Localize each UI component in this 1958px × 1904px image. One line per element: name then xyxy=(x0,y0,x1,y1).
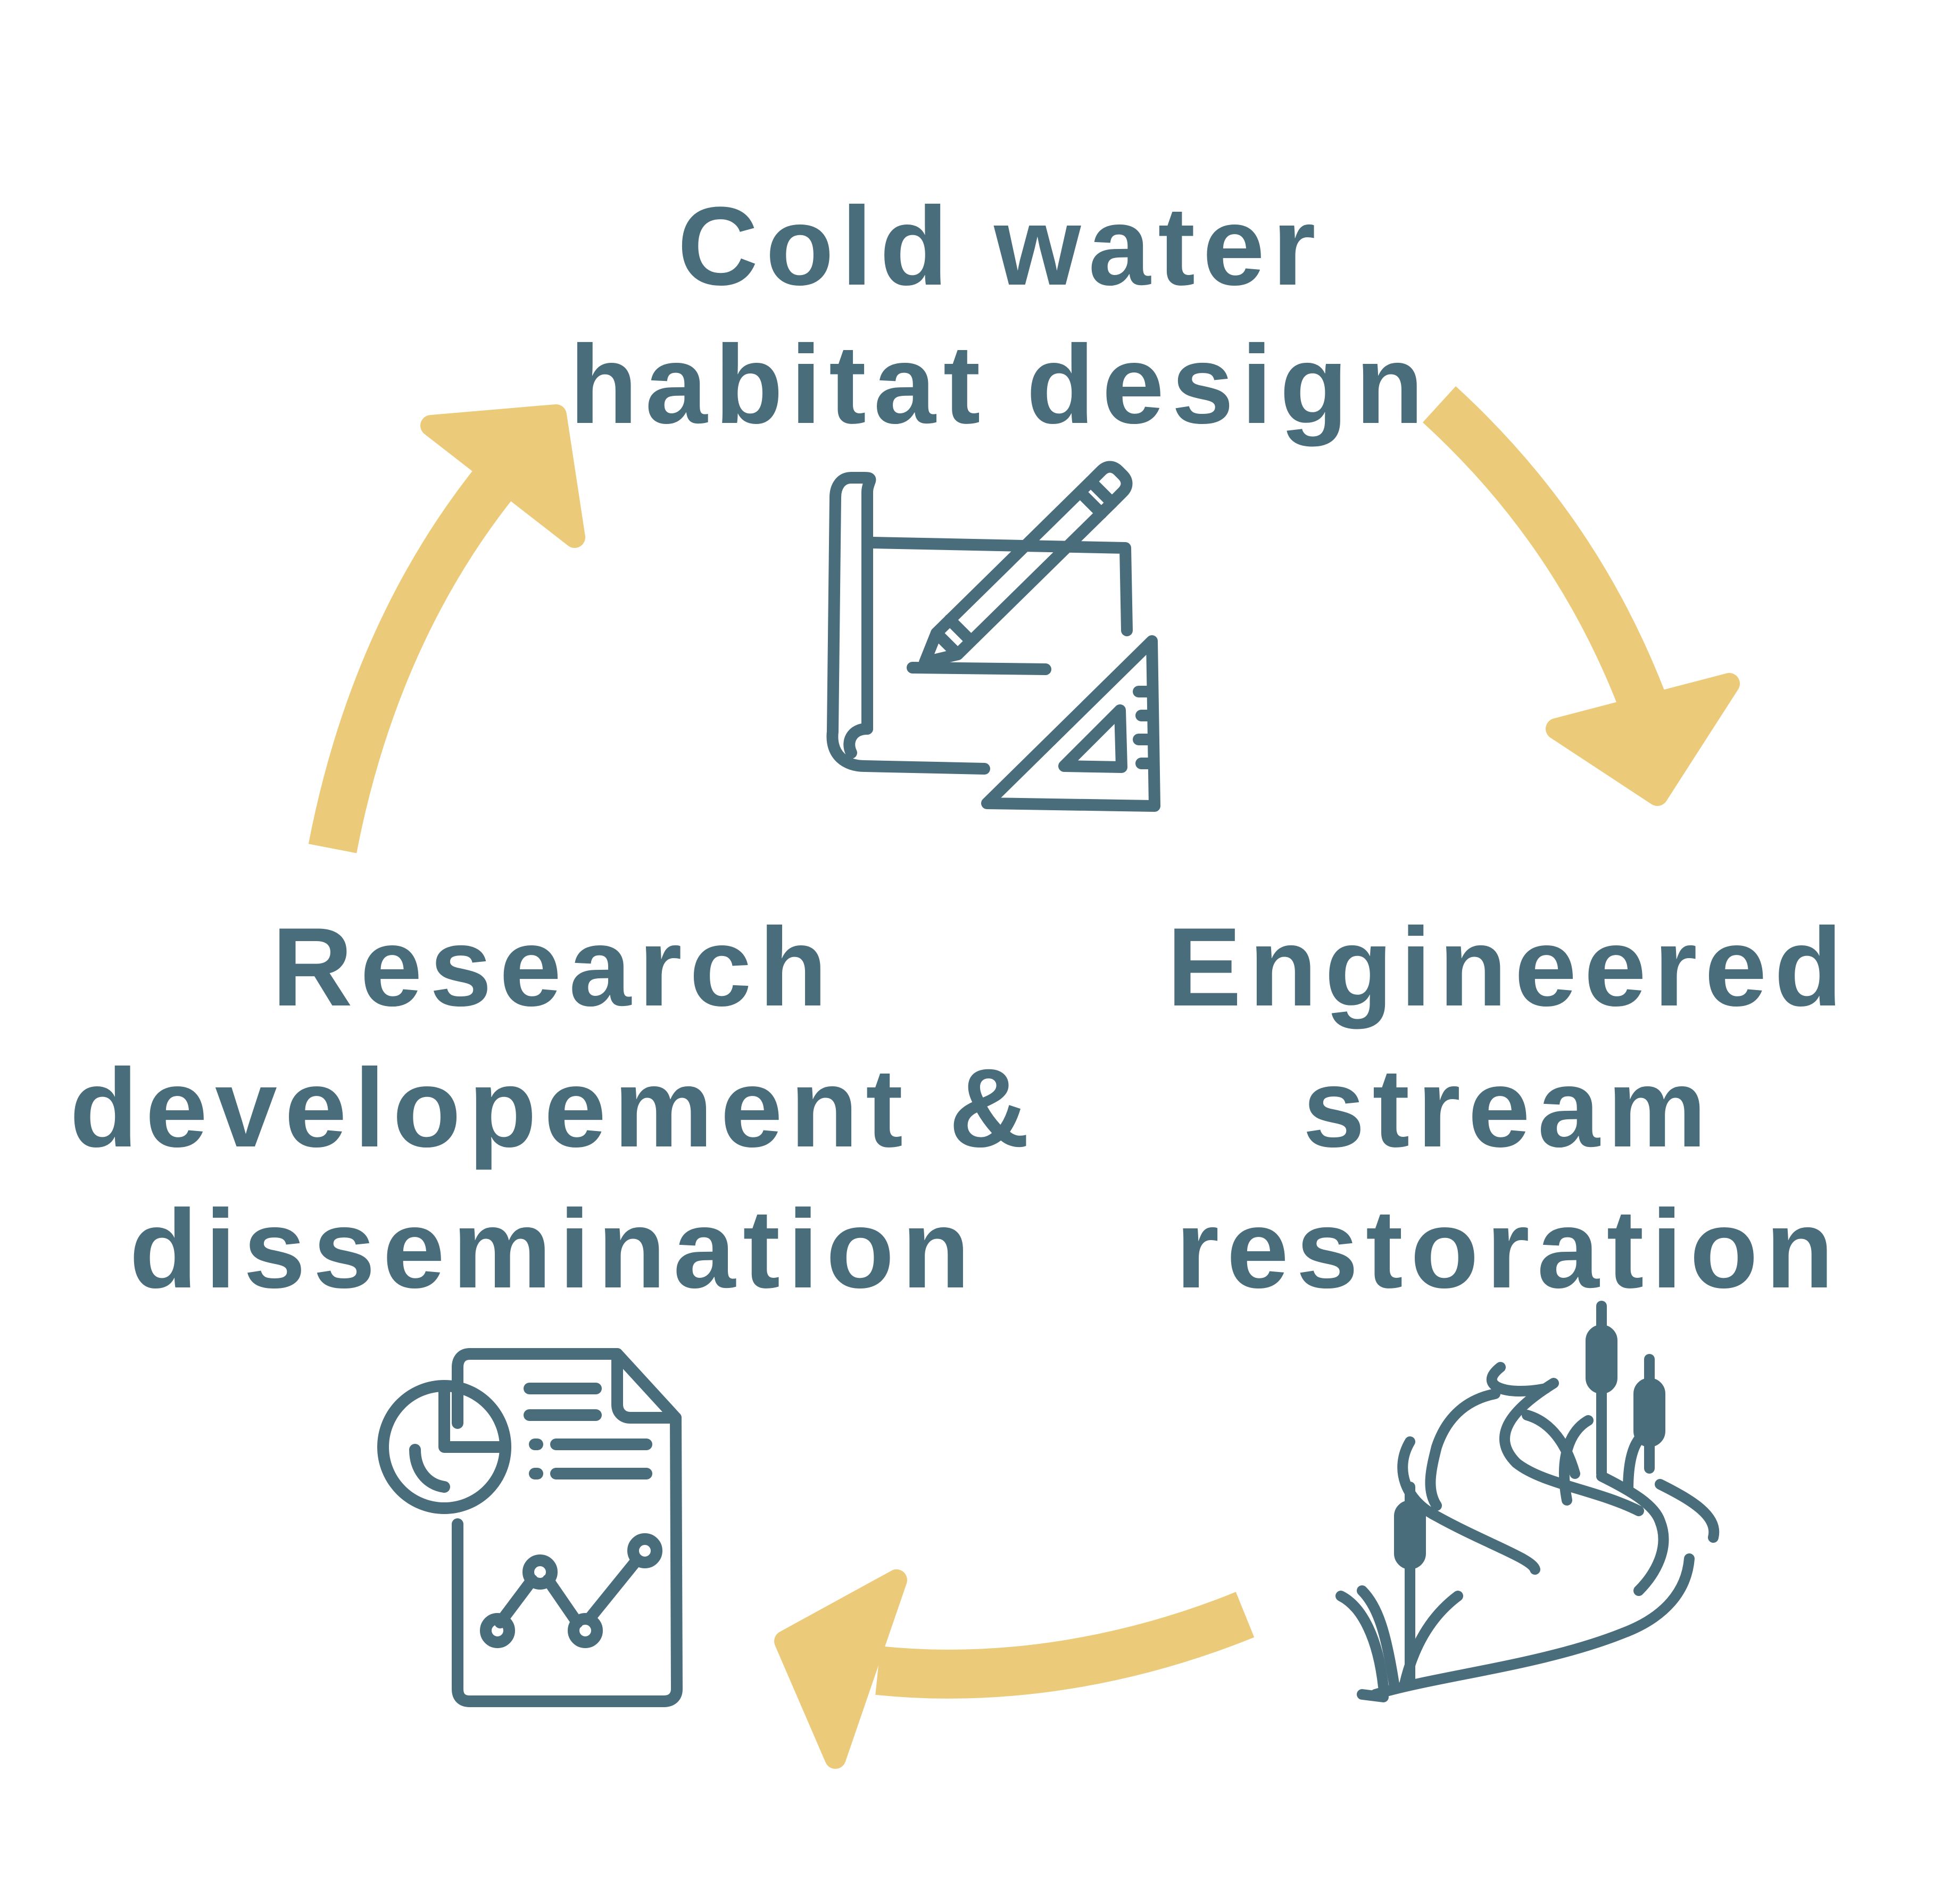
node-label-line: stream xyxy=(1303,1045,1714,1170)
node-label-line: Engineered xyxy=(1167,904,1850,1029)
node-label-line: dissemination xyxy=(129,1186,977,1311)
node-engineered-stream-restoration: Engineered stream restoration xyxy=(1167,904,1850,1311)
node-cold-water-habitat-design: Cold water habitat design xyxy=(569,184,1431,447)
blueprint-pencil-icon xyxy=(826,461,1160,812)
arrow-head xyxy=(420,404,585,548)
arrow-shaft xyxy=(1422,386,1670,721)
node-label-line: habitat design xyxy=(569,322,1431,447)
arrow-shaft xyxy=(308,463,517,853)
node-research-development-dissemination: Research developement & dissemination xyxy=(70,904,1037,1311)
node-label-line: Research xyxy=(272,904,835,1029)
stream-cattail-icon xyxy=(1335,1301,1720,1702)
arrow-restoration-to-research xyxy=(774,1569,1255,1769)
arrow-head xyxy=(1546,673,1740,806)
report-chart-icon xyxy=(377,1348,683,1707)
arrow-design-to-restoration xyxy=(1422,386,1740,806)
cycle-arrows xyxy=(308,386,1740,1769)
node-label-line: Cold water xyxy=(677,184,1323,309)
arrow-shaft xyxy=(875,1592,1255,1699)
arrow-research-to-design xyxy=(308,404,585,853)
node-label-line: developement & xyxy=(70,1045,1037,1170)
arrow-head xyxy=(774,1569,907,1769)
node-label-line: restoration xyxy=(1176,1186,1841,1311)
